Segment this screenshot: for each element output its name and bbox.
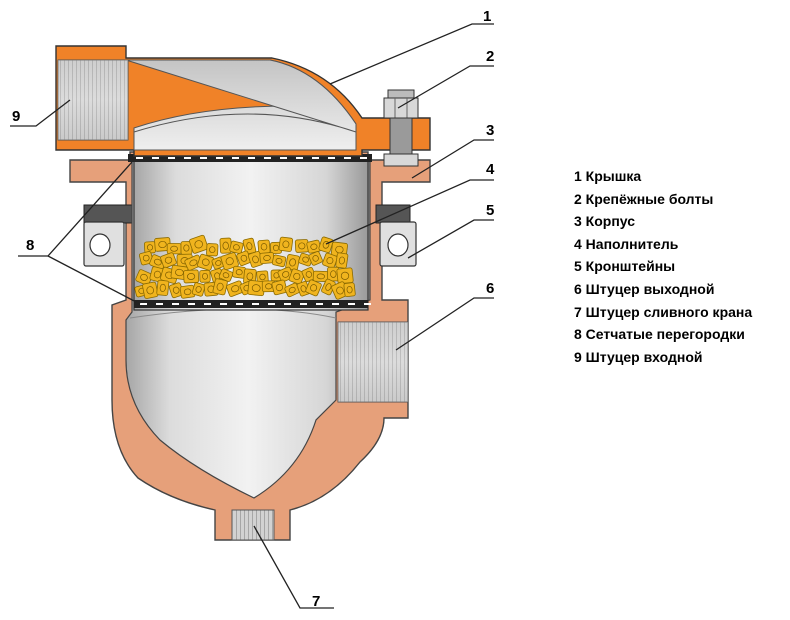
leader-9: [10, 99, 71, 127]
legend-item-filler: 4 Наполнитель: [574, 235, 679, 252]
callout-5: 5: [486, 202, 494, 219]
leader-1: [329, 23, 494, 85]
leader-3: [411, 139, 494, 179]
legend-item-brackets: 5 Кронштейны: [574, 258, 676, 275]
mesh-partition-top: [128, 154, 372, 162]
legend-item-drain-fitting: 7 Штуцер сливного крана: [574, 303, 753, 320]
drain-fitting: [231, 509, 275, 541]
lid: [55, 45, 431, 157]
legend-item-lid: 1 Крышка: [574, 168, 642, 184]
legend-item-bolts: 2 Крепёжные болты: [574, 190, 714, 207]
callout-3: 3: [486, 122, 494, 139]
outlet-fitting: [337, 321, 409, 403]
legend-item-outlet-fitting: 6 Штуцер выходной: [574, 280, 715, 297]
leader-6: [395, 297, 494, 351]
filler-pieces: [134, 234, 356, 300]
inlet-fitting: [57, 59, 129, 141]
callout-1: 1: [483, 8, 491, 25]
bracket-left: [83, 204, 133, 267]
leader-lines: [10, 23, 494, 609]
mesh-partition-bottom: [134, 300, 371, 308]
leader-8c: [47, 255, 141, 305]
fastening-bolt: [383, 89, 419, 167]
callout-7: 7: [312, 593, 320, 610]
callout-6: 6: [486, 280, 494, 297]
leader-5: [407, 219, 494, 259]
callout-2: 2: [486, 48, 494, 65]
leader-4: [325, 179, 494, 245]
legend-item-housing: 3 Корпус: [574, 213, 636, 230]
legend-item-mesh-partitions: 8 Сетчатые перегородки: [574, 326, 745, 343]
leader-2: [397, 65, 494, 109]
leader-7: [253, 525, 334, 609]
leader-8b: [47, 161, 133, 257]
parts-legend: 1 Крышка 2 Крепёжные болты 3 Корпус 4 На…: [574, 165, 752, 368]
legend-item-inlet-fitting: 9 Штуцер входной: [574, 348, 703, 365]
callout-4: 4: [486, 161, 495, 178]
callout-labels: 1 2 3 4 5 6 7 8 9: [12, 8, 495, 610]
callout-8: 8: [26, 237, 34, 254]
callout-9: 9: [12, 108, 20, 125]
